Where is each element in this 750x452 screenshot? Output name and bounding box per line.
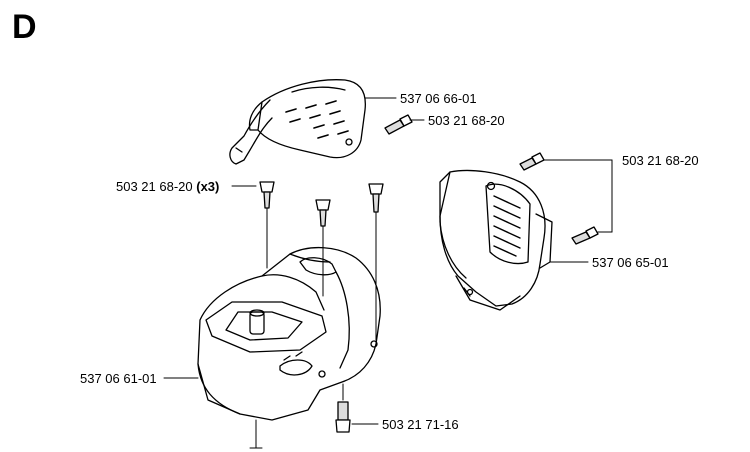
housing-part	[197, 246, 381, 421]
callout-top-cover: 537 06 66-01	[400, 91, 477, 106]
callout-side-cover: 537 06 65-01	[592, 255, 669, 270]
leader-lines	[163, 97, 613, 449]
callout-housing: 537 06 61-01	[80, 371, 157, 386]
callout-housing-screws-qty: (x3)	[196, 179, 220, 194]
callout-bottom-screw: 503 21 71-16	[382, 417, 459, 432]
housing-screws	[259, 181, 384, 433]
section-letter: D	[12, 8, 37, 46]
side-cover-part	[439, 152, 599, 311]
callout-top-cover-screw: 503 21 68-20	[428, 113, 505, 128]
callout-side-cover-screws: 503 21 68-20	[622, 153, 699, 168]
callout-housing-screws: 503 21 68-20 (x3)	[116, 179, 219, 194]
top-cover-part	[229, 79, 413, 165]
callout-housing-screws-part-number: 503 21 68-20	[116, 179, 193, 194]
